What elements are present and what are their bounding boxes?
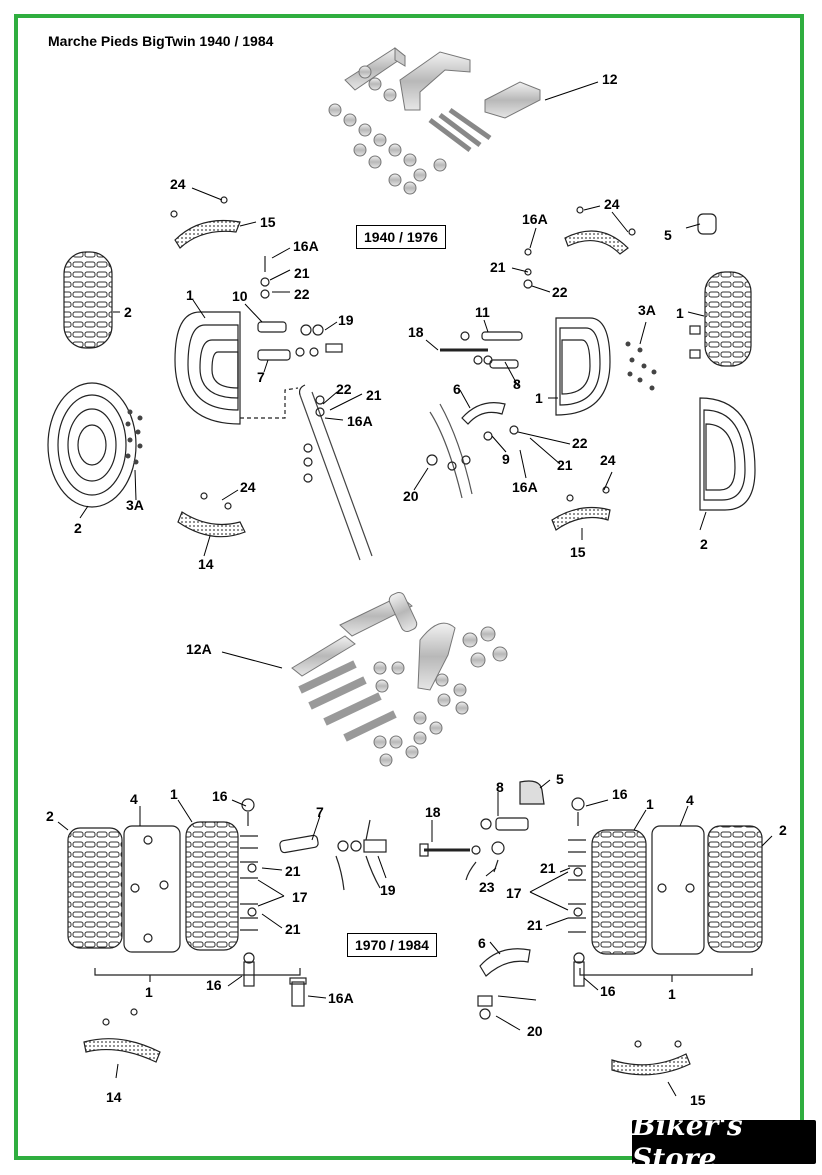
label-2: 2 <box>779 822 787 838</box>
label-22: 22 <box>552 284 568 300</box>
label-21: 21 <box>557 457 573 473</box>
label-22: 22 <box>336 381 352 397</box>
label-7: 7 <box>257 369 265 385</box>
label-3A: 3A <box>126 497 144 513</box>
kit-12-photo <box>328 46 541 195</box>
label-21: 21 <box>285 863 301 879</box>
label-8: 8 <box>513 376 521 392</box>
label-2: 2 <box>74 520 82 536</box>
label-20: 20 <box>403 488 419 504</box>
label-16: 16 <box>212 788 228 804</box>
label-21: 21 <box>540 860 556 876</box>
label-15: 15 <box>570 544 586 560</box>
label-23: 23 <box>479 879 495 895</box>
label-16: 16 <box>600 983 616 999</box>
label-1: 1 <box>668 986 676 1002</box>
left-early-parts <box>47 196 373 561</box>
kit-12A-photo <box>291 591 508 767</box>
label-4: 4 <box>130 791 138 807</box>
label-16A: 16A <box>347 413 373 429</box>
label-1: 1 <box>646 796 654 812</box>
label-5: 5 <box>556 771 564 787</box>
label-1: 1 <box>170 786 178 802</box>
label-24: 24 <box>600 452 616 468</box>
right-late-parts <box>419 780 763 1076</box>
label-5: 5 <box>664 227 672 243</box>
label-2: 2 <box>46 808 54 824</box>
green-border-frame <box>14 14 804 1160</box>
label-21: 21 <box>366 387 382 403</box>
label-12: 12 <box>602 71 618 87</box>
label-14: 14 <box>106 1089 122 1105</box>
label-17: 17 <box>292 889 308 905</box>
label-17: 17 <box>506 885 522 901</box>
label-16A: 16A <box>328 990 354 1006</box>
label-24: 24 <box>170 176 186 192</box>
label-24: 24 <box>240 479 256 495</box>
label-14: 14 <box>198 556 214 572</box>
label-11: 11 <box>475 304 490 320</box>
label-4: 4 <box>686 792 694 808</box>
label-16: 16 <box>206 977 222 993</box>
label-16: 16 <box>612 786 628 802</box>
label-19: 19 <box>380 882 396 898</box>
label-16A: 16A <box>522 211 548 227</box>
label-21: 21 <box>527 917 543 933</box>
label-2: 2 <box>124 304 132 320</box>
label-2: 2 <box>700 536 708 552</box>
label-1: 1 <box>535 390 543 406</box>
label-20: 20 <box>527 1023 543 1039</box>
label-21: 21 <box>490 259 506 275</box>
label-22: 22 <box>572 435 588 451</box>
leader-lines <box>57 81 773 1097</box>
label-1: 1 <box>676 305 684 321</box>
label-21: 21 <box>285 921 301 937</box>
bikers-store-logo: Biker's Store <box>632 1109 816 1175</box>
left-late-parts <box>67 798 387 1063</box>
label-16A: 16A <box>293 238 319 254</box>
label-21: 21 <box>294 265 310 281</box>
label-22: 22 <box>294 286 310 302</box>
year-range-1970-1984: 1970 / 1984 <box>347 933 437 957</box>
label-19: 19 <box>338 312 354 328</box>
label-7: 7 <box>316 804 324 820</box>
label-3A: 3A <box>638 302 656 318</box>
right-early-parts <box>426 206 756 531</box>
label-12A: 12A <box>186 641 212 657</box>
label-9: 9 <box>502 451 510 467</box>
label-16A: 16A <box>512 479 538 495</box>
label-18: 18 <box>425 804 441 820</box>
diagram-title: Marche Pieds BigTwin 1940 / 1984 <box>48 33 274 49</box>
label-1: 1 <box>145 984 153 1000</box>
label-18: 18 <box>408 324 424 340</box>
label-1: 1 <box>186 287 194 303</box>
label-15: 15 <box>260 214 276 230</box>
label-6: 6 <box>478 935 486 951</box>
label-6: 6 <box>453 381 461 397</box>
label-24: 24 <box>604 196 620 212</box>
label-10: 10 <box>232 288 248 304</box>
label-8: 8 <box>496 779 504 795</box>
year-range-1940-1976: 1940 / 1976 <box>356 225 446 249</box>
label-15: 15 <box>690 1092 706 1108</box>
